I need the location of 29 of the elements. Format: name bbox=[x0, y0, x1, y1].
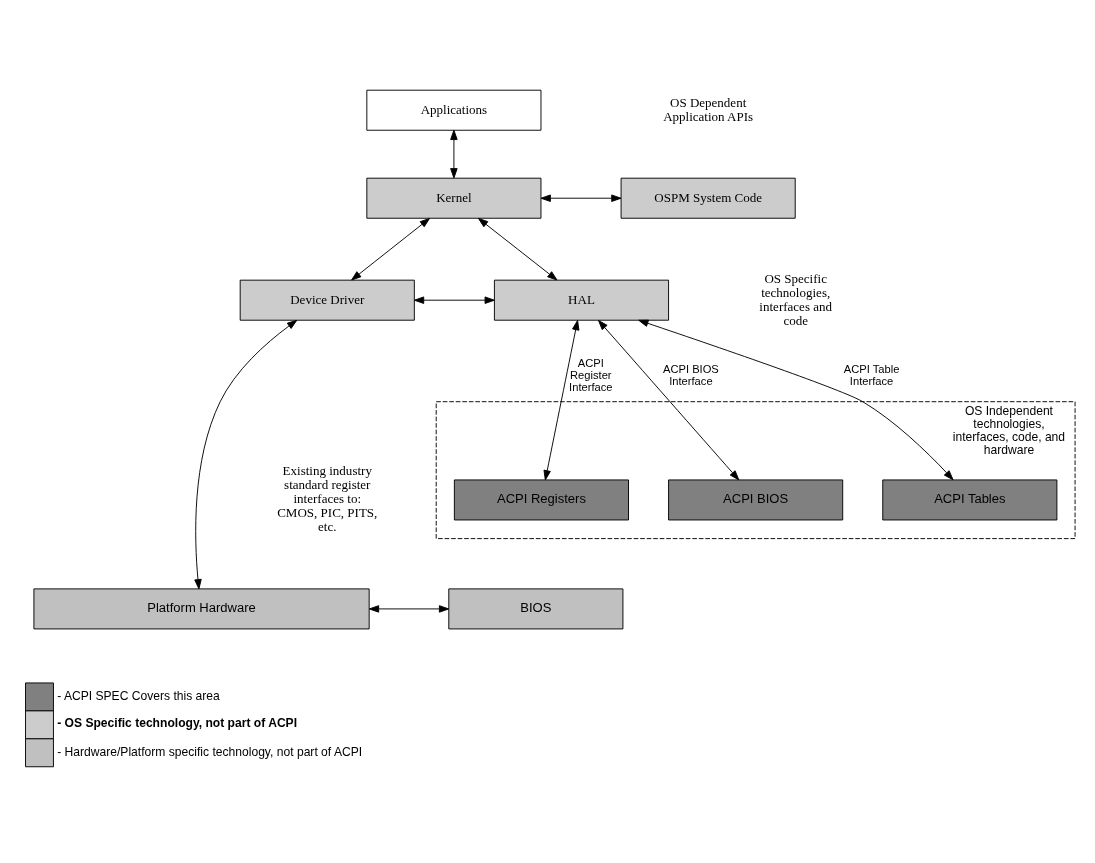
node-box: Applications bbox=[366, 89, 542, 131]
arrow bbox=[450, 129, 458, 179]
node-box: OSPM System Code bbox=[620, 177, 796, 219]
label: OS Specific technologies, interfaces and code bbox=[759, 270, 832, 328]
node-box: HAL bbox=[493, 279, 670, 321]
edge-label: ACPI Table Interface bbox=[843, 362, 900, 388]
edge-label: ACPI Register Interface bbox=[569, 356, 613, 394]
label: OS Dependent Application APIs bbox=[663, 94, 754, 124]
arrow bbox=[368, 605, 450, 613]
arrow bbox=[194, 319, 298, 590]
label: Existing industry standard register interfaces to: CMOS, PIC, PITS, etc. bbox=[277, 463, 378, 535]
node-box: ACPI BIOS bbox=[668, 479, 844, 521]
arrow bbox=[638, 319, 954, 481]
legend-label: - Hardware/Platform specific technology, not part of ACPI bbox=[57, 744, 363, 759]
arrow bbox=[478, 218, 558, 281]
node-box: ACPI Tables bbox=[882, 479, 1058, 521]
node-box: ACPI Registers bbox=[453, 479, 629, 521]
arrow bbox=[351, 218, 430, 281]
node-box: BIOS bbox=[448, 588, 624, 630]
arrow bbox=[413, 296, 495, 304]
node-box: Device Driver bbox=[239, 279, 415, 321]
arrow bbox=[543, 320, 580, 481]
legend-label: - ACPI SPEC Covers this area bbox=[57, 689, 220, 704]
arrow bbox=[598, 320, 740, 481]
edge-label: ACPI BIOS Interface bbox=[663, 362, 719, 388]
legend-label: - OS Specific technology, not part of ACPI bbox=[57, 716, 298, 731]
node-box: Platform Hardware bbox=[33, 588, 370, 630]
arrow bbox=[540, 194, 622, 202]
node-box: Kernel bbox=[366, 177, 542, 219]
